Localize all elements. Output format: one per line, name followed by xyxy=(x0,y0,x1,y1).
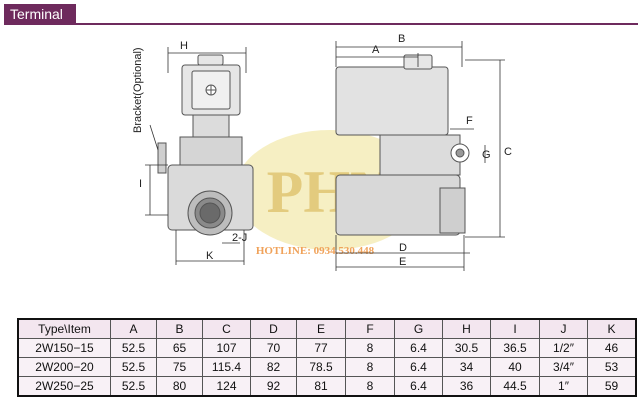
table-cell: 2W200−20 xyxy=(17,357,111,377)
table-cell: 92 xyxy=(250,376,297,397)
header-bar: Terminal xyxy=(0,0,641,25)
front-view xyxy=(157,54,254,236)
table-cell: 8 xyxy=(345,357,395,377)
label-e: E xyxy=(399,256,406,268)
label-a: A xyxy=(372,44,380,56)
label-d: D xyxy=(399,242,407,254)
side-view xyxy=(335,54,470,236)
label-g: G xyxy=(482,149,491,161)
table-cell: 6.4 xyxy=(394,376,443,397)
col-header: J xyxy=(539,318,588,339)
col-header: B xyxy=(156,318,203,339)
table-cell: 80 xyxy=(156,376,203,397)
table-cell: 75 xyxy=(156,357,203,377)
side-coil xyxy=(335,66,449,136)
side-bonnet xyxy=(379,134,461,176)
table-cell: 30.5 xyxy=(442,338,491,358)
table-cell: 34 xyxy=(442,357,491,377)
table-cell: 52.5 xyxy=(110,376,157,397)
col-header: K xyxy=(587,318,637,339)
table-cell: 46 xyxy=(587,338,637,358)
label-2j: 2-J xyxy=(232,232,247,244)
col-header: F xyxy=(345,318,395,339)
table-cell: 2W250−25 xyxy=(17,376,111,397)
table-cell: 1″ xyxy=(539,376,588,397)
front-dimensions xyxy=(145,47,247,265)
label-c: C xyxy=(504,146,512,158)
valve-drawing: PHN HOTLINE: 0934.530.448 H I K xyxy=(132,33,512,271)
table-cell: 1/2″ xyxy=(539,338,588,358)
col-header: E xyxy=(296,318,346,339)
table-cell: 78.5 xyxy=(296,357,346,377)
inlet-port-core xyxy=(199,202,221,224)
coil-connector xyxy=(197,54,224,66)
col-header: C xyxy=(202,318,251,339)
header-rule xyxy=(4,23,638,25)
table-cell: 36.5 xyxy=(490,338,540,358)
label-i: I xyxy=(139,178,142,190)
side-outlet xyxy=(439,187,466,234)
side-dimensions xyxy=(335,41,505,271)
label-bracket: Bracket(Optional) xyxy=(132,47,144,133)
table-cell: 59 xyxy=(587,376,637,397)
label-k: K xyxy=(206,250,214,262)
bracket xyxy=(157,142,167,174)
watermark-hotline: HOTLINE: 0934.530.448 xyxy=(256,245,375,257)
table-cell: 8 xyxy=(345,376,395,397)
table-cell: 2W150−15 xyxy=(17,338,111,358)
table-cell: 36 xyxy=(442,376,491,397)
table-cell: 65 xyxy=(156,338,203,358)
table-cell: 52.5 xyxy=(110,338,157,358)
col-header: I xyxy=(490,318,540,339)
table-cell: 6.4 xyxy=(394,357,443,377)
col-header: D xyxy=(250,318,297,339)
valve-bonnet xyxy=(179,136,243,166)
col-header: Type\Item xyxy=(17,318,111,339)
table-header-row: Type\Item A B C D E F G H I J K xyxy=(17,318,637,339)
table-cell: 107 xyxy=(202,338,251,358)
table-row: 2W250−25 52.5 80 124 92 81 8 6.4 36 44.5… xyxy=(17,376,637,397)
label-f: F xyxy=(466,115,473,127)
col-header: A xyxy=(110,318,157,339)
table-cell: 81 xyxy=(296,376,346,397)
table-row: 2W200−20 52.5 75 115.4 82 78.5 8 6.4 34 … xyxy=(17,357,637,377)
table-cell: 70 xyxy=(250,338,297,358)
spec-table: Type\Item A B C D E F G H I J K 2W150−15… xyxy=(17,318,637,397)
table-cell: 40 xyxy=(490,357,540,377)
label-b: B xyxy=(398,33,405,45)
table-cell: 8 xyxy=(345,338,395,358)
table-cell: 3/4″ xyxy=(539,357,588,377)
label-h: H xyxy=(180,40,188,52)
table-cell: 124 xyxy=(202,376,251,397)
col-header: H xyxy=(442,318,491,339)
col-header: G xyxy=(394,318,443,339)
table-cell: 44.5 xyxy=(490,376,540,397)
table-cell: 115.4 xyxy=(202,357,251,377)
table-row: 2W150−15 52.5 65 107 70 77 8 6.4 30.5 36… xyxy=(17,338,637,358)
table-cell: 53 xyxy=(587,357,637,377)
table-cell: 52.5 xyxy=(110,357,157,377)
table-cell: 82 xyxy=(250,357,297,377)
valve-stem xyxy=(192,114,230,138)
table-cell: 6.4 xyxy=(394,338,443,358)
table-cell: 77 xyxy=(296,338,346,358)
header-title: Terminal xyxy=(4,4,76,24)
